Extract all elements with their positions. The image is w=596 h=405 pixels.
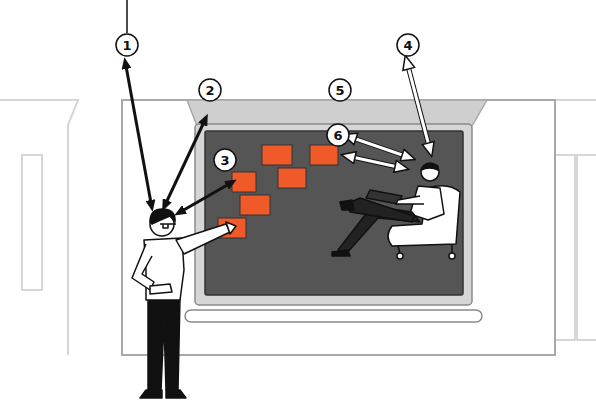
callout-number: 1 [122,39,131,52]
circle-outline [397,34,419,56]
chair-wheel [397,253,403,259]
arrow-outline [353,138,405,156]
callout-circle: 2 [198,78,222,102]
window-sill [185,310,482,322]
shoe [340,200,354,210]
circle-outline [199,79,221,101]
left-building [0,100,78,355]
chair-wheel [449,253,455,259]
pointing-arm [176,224,230,254]
double-arrow [166,122,204,203]
callout-circle: 3 [213,148,237,172]
seated-arm [396,196,424,204]
display-panel [240,195,270,215]
display-panel [278,168,306,188]
chair-legs [398,244,452,254]
circle-outline [327,124,349,146]
right-door [577,155,596,340]
interaction-arrows [126,66,229,211]
callout-number: 2 [205,84,214,97]
callout-circle: 6 [326,123,350,147]
display-panel [310,145,338,165]
window-frame [195,124,472,305]
shirt [144,238,184,300]
callout-number: 6 [333,129,342,142]
arrow-outline [408,66,429,146]
seated-hair [421,164,438,170]
trousers [148,298,180,390]
lower-arm [132,244,154,290]
shoe [332,250,350,256]
glasses [160,224,176,228]
hair [150,209,175,224]
shop-wall [122,100,555,355]
white-double-arrow [408,66,429,146]
callout-circle: 5 [328,78,352,102]
neighbour-buildings [0,100,596,355]
awning [187,100,487,126]
seated-person [332,163,460,259]
shoe [140,390,162,398]
display-panel [232,172,256,192]
held-paper [150,284,172,294]
right-door [555,155,575,340]
callout-number: 4 [403,39,412,52]
display-screen [205,131,463,295]
white-double-arrow [352,157,398,167]
double-arrow [182,184,229,211]
white-arrows [352,66,429,167]
callout-circle: 4 [396,33,420,57]
circle-outline [214,149,236,171]
leader-line [126,0,128,33]
circle-outline [329,79,351,101]
double-arrow [126,66,151,203]
hand [226,222,236,234]
callout-circle: 1 [115,33,139,57]
white-double-arrow [353,138,405,156]
standing-person [132,209,236,398]
left-window [22,155,42,290]
seated-head [421,163,439,181]
circle-outline [116,34,138,56]
shoe [166,390,186,398]
callout-number: 5 [335,84,344,97]
callout-number: 3 [220,154,229,167]
arrow-outline [352,157,398,167]
display-panel [262,145,292,165]
